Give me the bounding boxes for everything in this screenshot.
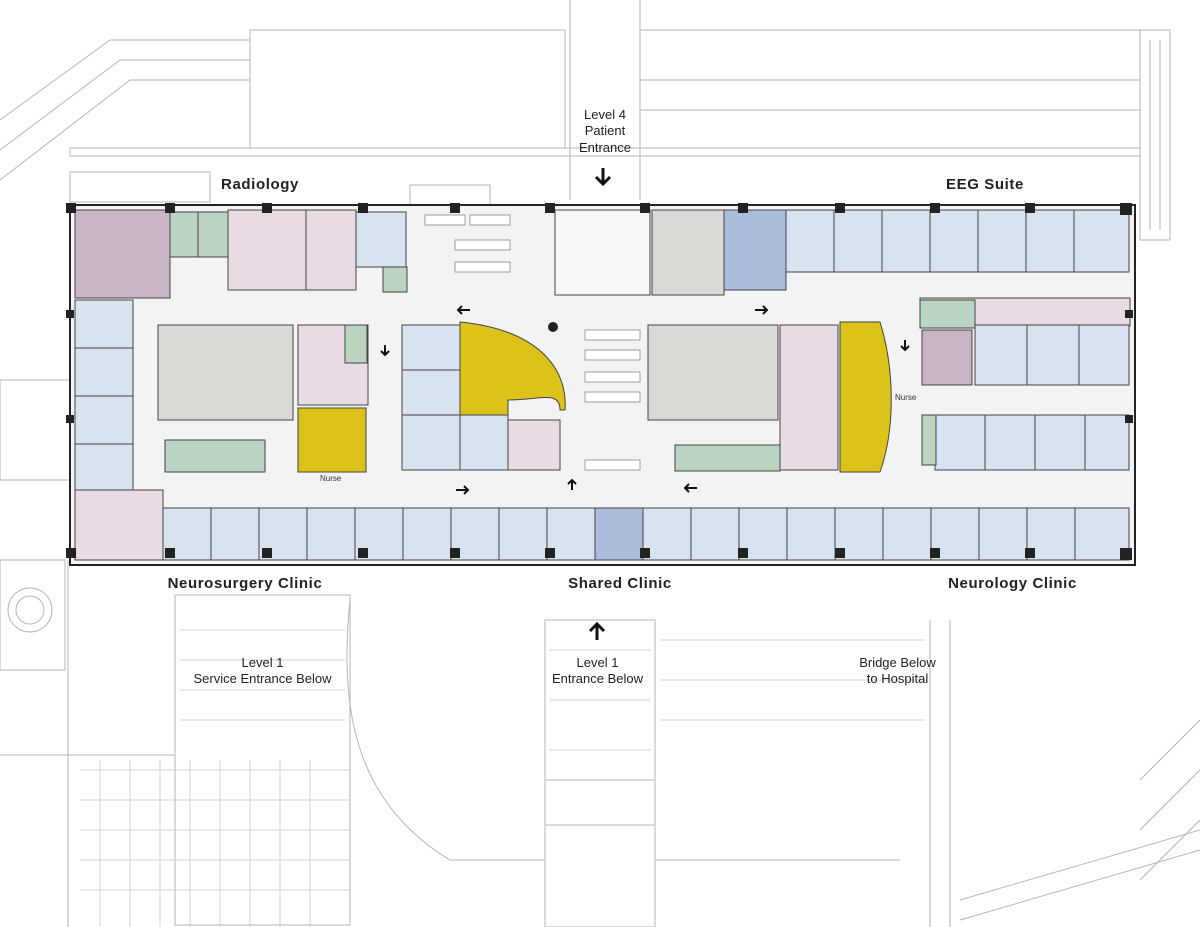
level4-line3: Entrance	[578, 139, 632, 155]
level1-service-line2: Service Entrance Below	[193, 671, 332, 687]
toilet-room	[169, 211, 199, 258]
exam-rooms-right	[934, 324, 1130, 471]
exam-room	[401, 324, 461, 371]
reception-desk	[459, 321, 566, 416]
consult-room	[507, 419, 561, 471]
conference-room	[594, 507, 644, 561]
consult-room	[227, 209, 307, 291]
nurse-station-right	[839, 321, 892, 473]
service-core	[157, 324, 294, 421]
toilet-room	[164, 439, 266, 473]
service-core	[651, 209, 725, 296]
bridge-label: Bridge Below to Hospital	[835, 655, 960, 688]
toilet-room	[921, 414, 937, 466]
toilet-room	[382, 266, 408, 293]
exam-room	[355, 211, 407, 268]
toilet-room	[344, 324, 368, 364]
site-grid	[80, 629, 925, 927]
bridge-line1: Bridge Below	[859, 655, 936, 670]
lobby	[554, 209, 651, 296]
neurosurgery-clinic-label: Neurosurgery Clinic	[167, 575, 323, 592]
nurse-station-left	[297, 407, 367, 473]
service-core	[647, 324, 779, 421]
toilet-room	[919, 299, 976, 329]
exam-room	[459, 414, 509, 471]
entrance-arrows	[588, 168, 612, 640]
consult-room	[779, 324, 839, 471]
level4-entrance-label: Level 4 Patient Entrance	[560, 107, 650, 156]
structural-columns	[66, 203, 1133, 560]
exam-room	[74, 347, 134, 397]
toilet-room	[674, 444, 781, 472]
imaging-room	[74, 209, 171, 299]
eeg-rooms	[785, 209, 1130, 273]
level1-entrance-line1: Level 1	[576, 655, 619, 670]
radiology-label: Radiology	[221, 176, 299, 193]
level4-line2: Patient	[584, 123, 626, 139]
level1-entrance-label: Level 1 Entrance Below	[540, 655, 655, 688]
level1-entrance-line2: Entrance Below	[551, 671, 644, 687]
level4-line1: Level 4	[584, 107, 626, 122]
level1-service-entrance-label: Level 1 Service Entrance Below	[175, 655, 350, 688]
circulation-arrows	[380, 305, 910, 495]
conference-room	[723, 209, 787, 291]
level1-service-line1: Level 1	[241, 655, 284, 670]
eeg-suite-label: EEG Suite	[946, 176, 1024, 193]
exam-room	[74, 395, 134, 445]
imaging-room	[921, 329, 973, 386]
nurse-left-label: Nurse	[320, 474, 342, 483]
waiting-seats	[424, 214, 641, 471]
bridge-line2: to Hospital	[866, 671, 929, 687]
consult-room	[305, 209, 357, 291]
exam-room	[74, 299, 134, 349]
toilet-room	[197, 211, 229, 258]
exam-room	[401, 414, 461, 471]
consult-room	[74, 489, 164, 561]
exam-room	[74, 443, 134, 491]
neurology-clinic-label: Neurology Clinic	[948, 575, 1077, 592]
column-marker	[548, 322, 558, 332]
exam-room	[401, 369, 461, 416]
shared-clinic-label: Shared Clinic	[568, 575, 672, 592]
nurse-right-label: Nurse	[895, 393, 917, 402]
